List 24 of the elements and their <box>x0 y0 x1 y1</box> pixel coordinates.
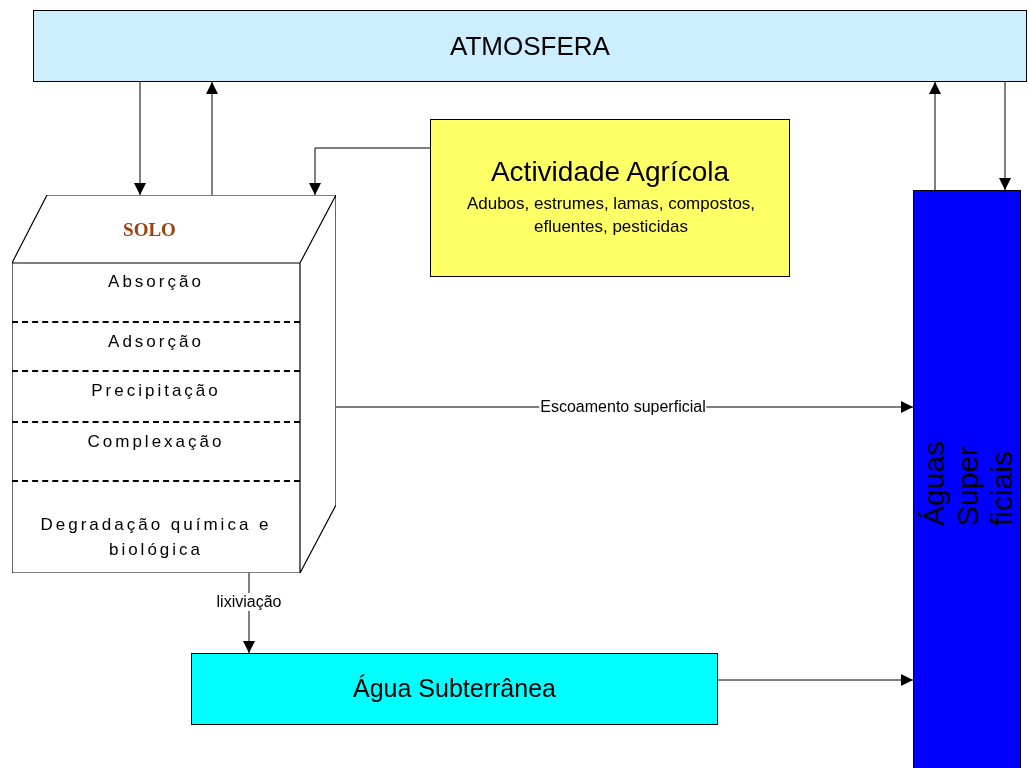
box-title: Água Subterrânea <box>352 674 557 703</box>
process-label: Precipitação <box>90 380 222 402</box>
process-label: Absorção <box>107 271 205 293</box>
arrow <box>134 81 146 196</box>
box-subtitle: Adubos, estrumes, lamas, compostos, efluentes, pesticidas <box>465 193 757 238</box>
activity-box <box>430 119 790 277</box>
process-label: Adsorção <box>107 331 205 353</box>
arrow <box>717 674 914 686</box>
process-label: Complexação <box>86 431 226 453</box>
arrow <box>309 147 431 196</box>
box-title: Águas Super ficiais <box>917 439 1019 526</box>
arrow <box>999 81 1011 191</box>
box-title: Actividade Agrícola <box>489 156 731 188</box>
soil-block <box>12 195 336 573</box>
process-label: Degradação química e biológica <box>39 514 273 561</box>
groundwater-box <box>191 653 718 725</box>
edge-label: lixiviação <box>215 593 283 611</box>
atmosphere-box <box>33 10 1027 82</box>
box-title: ATMOSFERA <box>449 31 611 62</box>
soil-title: SOLO <box>122 219 177 241</box>
arrow <box>929 81 941 191</box>
surface-water-box <box>913 190 1021 768</box>
edge-label: Escoamento superficial <box>539 398 707 416</box>
arrow <box>206 81 218 196</box>
